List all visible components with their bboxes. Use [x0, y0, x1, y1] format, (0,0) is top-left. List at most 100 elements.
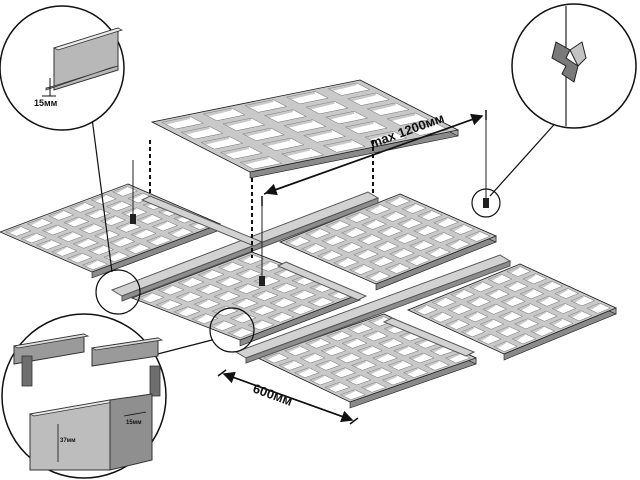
- grid-cell-shadow: [424, 360, 439, 368]
- grid-cell-shadow: [279, 360, 294, 368]
- grid-cell-shadow: [262, 138, 291, 147]
- grid-cell-shadow: [42, 225, 57, 232]
- grid-cell: [5, 226, 32, 237]
- grid-cell-shadow: [245, 99, 274, 108]
- grid-cell-shadow: [498, 311, 512, 319]
- grid-cell-shadow: [501, 296, 515, 304]
- grid-cell-shadow: [270, 297, 284, 305]
- grid-cell-shadow: [357, 345, 372, 353]
- grid-cell-shadow: [429, 232, 444, 240]
- grid-cell-shadow: [449, 224, 464, 232]
- grid-cell: [284, 345, 311, 356]
- grid-cell: [360, 382, 387, 393]
- grid-cell-shadow: [413, 304, 427, 312]
- grid-cell-shadow: [409, 353, 424, 360]
- grid-cell-shadow: [210, 320, 224, 328]
- grid-cell-shadow: [389, 248, 404, 256]
- grid-cell-shadow: [250, 305, 264, 313]
- grid-cell-shadow: [63, 217, 79, 224]
- grid-cell-shadow: [248, 320, 262, 327]
- flange-width-detail-label: 15мм: [126, 420, 142, 426]
- grid-cell-shadow: [405, 255, 420, 263]
- grid-cell: [305, 338, 332, 349]
- grid-cell-shadow: [401, 203, 416, 211]
- grid-cell: [78, 223, 105, 234]
- grid-cell-shadow: [337, 242, 352, 250]
- grid-cell-shadow: [488, 274, 501, 281]
- grid-cell: [20, 232, 47, 244]
- grid-cell: [339, 389, 366, 400]
- grid-cell-shadow: [326, 331, 342, 338]
- grid-cell-shadow: [192, 313, 206, 321]
- grid-cell-shadow: [445, 353, 460, 360]
- grid-cell-shadow: [112, 186, 127, 194]
- grid-cell: [72, 238, 99, 249]
- grid-cell-shadow: [294, 367, 309, 375]
- grid-cell-shadow: [429, 312, 443, 319]
- grid-cell: [381, 374, 408, 386]
- grid-cell-shadow: [325, 111, 355, 120]
- grid-cell-shadow: [131, 229, 146, 236]
- grid-cell-shadow: [82, 259, 97, 267]
- grid-cell-shadow: [106, 201, 121, 208]
- grid-cell: [314, 360, 341, 371]
- grid-cell-shadow: [485, 289, 499, 296]
- grid-cell-shadow: [73, 238, 88, 246]
- grid-cell-shadow: [223, 118, 252, 127]
- grid-cell: [136, 214, 163, 225]
- grid-cell-shadow: [504, 281, 517, 289]
- grid-cell: [349, 264, 375, 275]
- grid-cell-shadow: [367, 367, 382, 375]
- grid-cell-shadow: [325, 220, 340, 228]
- grid-cell-shadow: [382, 375, 397, 382]
- grid-cell: [345, 374, 372, 386]
- hanger-wires: [132, 120, 487, 284]
- grid-cell-shadow: [274, 268, 288, 276]
- grid-cell-shadow: [85, 209, 100, 216]
- grid-cell-shadow: [256, 261, 270, 269]
- grid-cell-shadow: [425, 247, 440, 255]
- grid-cell: [372, 352, 399, 364]
- cross-rail-left: [140, 195, 264, 247]
- grid-cell-shadow: [393, 345, 409, 353]
- dimension-tick: [217, 369, 227, 377]
- grid-cell-shadow: [393, 233, 408, 241]
- grid-cell-shadow: [323, 139, 352, 148]
- grid-cell: [402, 367, 429, 378]
- grid-cell-shadow: [363, 331, 378, 338]
- grid-cell-shadow: [330, 367, 346, 375]
- grid-cell-shadow: [378, 338, 393, 346]
- grid-cell-shadow: [321, 235, 336, 243]
- grid-cell: [299, 352, 326, 364]
- grid-cell-shadow: [194, 299, 208, 306]
- carrier-rails: [110, 191, 512, 364]
- grid-cell-shadow: [306, 101, 335, 110]
- grid-cell-shadow: [138, 292, 152, 300]
- grid-cell-shadow: [469, 281, 483, 289]
- grid-cell-shadow: [67, 253, 82, 260]
- grid-cell-shadow: [303, 129, 333, 138]
- grid-cell-shadow: [388, 360, 403, 368]
- hanger-clip-icon: [259, 276, 265, 286]
- grid-cell-shadow: [336, 353, 351, 360]
- grid-cell-shadow: [109, 237, 125, 244]
- raised-panel: [150, 79, 460, 179]
- grid-cell: [115, 222, 142, 233]
- grid-cell-shadow: [288, 304, 302, 312]
- grid-cell: [177, 277, 205, 288]
- grid-cell-shadow: [568, 310, 581, 318]
- grid-cell: [423, 360, 450, 371]
- module-width-label: 600мм: [251, 381, 295, 409]
- grid-cell-shadow: [27, 218, 42, 226]
- grid-cell-shadow: [432, 297, 445, 304]
- grid-cell-shadow: [203, 108, 232, 117]
- hanger-clip-icon: [483, 198, 489, 208]
- grid-cell-shadow: [465, 231, 480, 239]
- grid-cell: [239, 156, 283, 170]
- grid-cell-shadow: [325, 382, 340, 390]
- grid-cell: [322, 139, 366, 153]
- dimension-line: [264, 115, 483, 196]
- dimension-module-width: [217, 369, 359, 425]
- grid-cell-shadow: [57, 231, 73, 239]
